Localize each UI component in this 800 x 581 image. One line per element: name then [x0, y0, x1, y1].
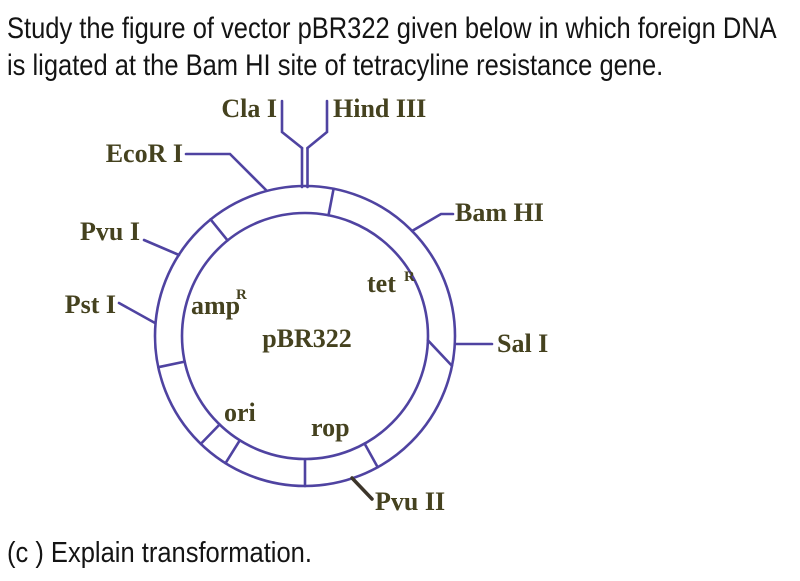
site-label-pst-i: Pst I	[65, 290, 116, 319]
question-part-c: (c ) Explain transformation.	[7, 537, 312, 569]
site-label-ecor-i: EcoR I	[106, 139, 183, 168]
diagram-labels: Cla I Hind III EcoR I Pvu I Pst I Bam HI…	[65, 94, 549, 516]
question-text: Study the figure of vector pBR322 given …	[7, 10, 777, 84]
question-line-2: is ligated at the Bam HI site of tetracy…	[7, 49, 664, 82]
segment-divider-tick-ori-end	[224, 438, 242, 465]
plasmid-name-label: pBR322	[262, 324, 352, 353]
ecor1-leader-line	[184, 152, 268, 192]
segment-divider-tick-topright	[327, 187, 335, 217]
segment-divider-tick-upperleft	[209, 218, 229, 242]
gene-label-tet: tet	[367, 269, 396, 298]
site-label-hind-iii: Hind III	[333, 94, 426, 123]
hind3-leader-line	[306, 99, 329, 150]
segment-divider-tick-sal-slanted	[426, 338, 454, 368]
site-label-cla-i: Cla I	[221, 94, 277, 123]
pvu1-leader-line	[142, 238, 181, 257]
gene-label-rop: rop	[311, 413, 350, 442]
segment-divider-tick-bottomright	[363, 442, 380, 469]
cla1-leader-line	[280, 99, 304, 150]
question-line-1: Study the figure of vector pBR322 given …	[7, 12, 777, 45]
pst1-leader-line	[117, 301, 157, 325]
gene-label-tet-superscript-r: R	[404, 269, 415, 285]
gene-label-ori: ori	[224, 398, 256, 427]
gene-label-amp-superscript-r: R	[236, 287, 247, 303]
site-label-pvu-i: Pvu I	[80, 217, 140, 246]
site-label-sal-i: Sal I	[497, 329, 548, 358]
site-label-bam-hi: Bam HI	[455, 198, 544, 227]
diagram-linework	[117, 99, 494, 488]
gene-label-amp: amp	[191, 291, 240, 320]
segment-divider-tick-left	[157, 360, 186, 369]
site-label-pvu-ii: Pvu II	[375, 487, 445, 516]
bamh1-leader-line	[410, 212, 455, 233]
segment-divider-tick-ori-start	[199, 423, 221, 446]
pvu2-leader-line	[350, 476, 374, 501]
